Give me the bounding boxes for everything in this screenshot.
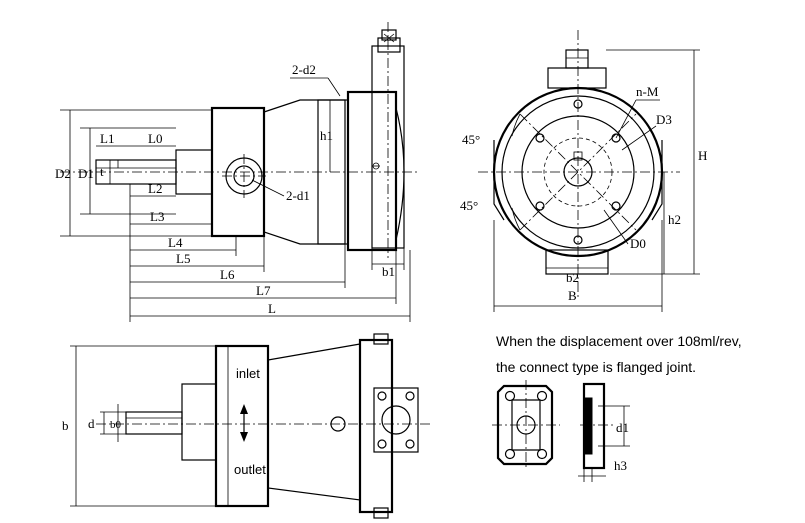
dim-h1: h1 — [320, 128, 333, 143]
dim-L0: L0 — [148, 131, 162, 146]
dim-L7: L7 — [256, 283, 271, 298]
dim-b0: b0 — [110, 419, 122, 431]
bolt-hole-icon — [377, 391, 387, 401]
dim-L: L — [268, 301, 276, 316]
dim-b1: b1 — [382, 264, 395, 279]
dim-t: t — [100, 164, 104, 179]
label-n-M: n-M — [636, 84, 659, 99]
dim-h3: h3 — [614, 458, 627, 473]
dim-b: b — [62, 418, 69, 433]
bolt-hole-icon — [535, 201, 545, 211]
bolt-hole-icon — [535, 133, 545, 143]
dim-h2: h2 — [668, 212, 681, 227]
bolt-hole-icon — [504, 448, 516, 460]
dim-B: B — [568, 288, 577, 303]
front-view: 45° 45° n-M D3 D0 H h2 b2 B — [460, 30, 707, 312]
flow-arrow-icon — [240, 432, 248, 442]
flange-detail: d1 h3 — [492, 380, 630, 482]
bolt-hole-icon — [405, 391, 415, 401]
base-foot — [545, 249, 609, 275]
dim-D2: D2 — [55, 166, 71, 181]
bolt-hole-icon — [377, 439, 387, 449]
flow-arrow-icon — [240, 404, 248, 414]
label-outlet: outlet — [234, 462, 266, 477]
dim-L4: L4 — [168, 235, 183, 250]
bolt-hole-icon — [405, 439, 415, 449]
bolt-hole-icon — [611, 201, 621, 211]
side-view: D2 D1 t L1 L0 L2 L3 L4 L5 L6 L7 L — [55, 22, 420, 322]
angle-45-bottom: 45° — [460, 198, 478, 213]
flange-plate — [496, 384, 554, 466]
angle-45-top: 45° — [462, 132, 480, 147]
top-view: inlet outlet b d b0 — [62, 333, 430, 519]
bolt-hole-icon — [536, 448, 548, 460]
bolt-hole-icon — [504, 390, 516, 402]
dim-H: H — [698, 148, 707, 163]
dim-D1: D1 — [78, 166, 94, 181]
shaft-top — [125, 411, 183, 435]
dim-L1: L1 — [100, 131, 114, 146]
label-inlet: inlet — [236, 366, 260, 381]
label-D0: D0 — [630, 236, 646, 251]
label-2-d2: 2-d2 — [292, 62, 316, 77]
label-2-d1: 2-d1 — [286, 188, 310, 203]
note-line-1: When the displacement over 108ml/rev, — [496, 333, 742, 349]
dim-d1: d1 — [616, 420, 629, 435]
dim-L2: L2 — [148, 181, 162, 196]
dim-L3: L3 — [150, 209, 164, 224]
note-line-2: the connect type is flanged joint. — [496, 359, 696, 375]
dim-L6: L6 — [220, 267, 235, 282]
dim-d: d — [88, 416, 95, 431]
dim-b2: b2 — [566, 270, 579, 285]
bolt-hole-icon — [536, 390, 548, 402]
label-D3: D3 — [656, 112, 672, 127]
mounting-flange — [210, 106, 266, 238]
dim-L5: L5 — [176, 251, 190, 266]
